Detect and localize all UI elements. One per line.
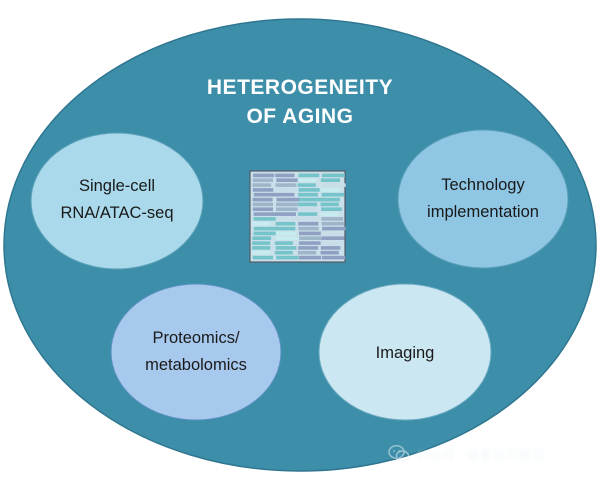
node-proteomics: Proteomics/ metabolomics [110, 283, 282, 421]
node-single-cell: Single-cell RNA/ATAC-seq [30, 132, 204, 270]
heatmap-cell [297, 183, 316, 187]
heatmap-cell [275, 231, 297, 236]
heatmap-cell [320, 246, 341, 250]
heatmap-cell [299, 197, 323, 202]
watermark-text: 公众号 · 衰老研究前沿 [416, 447, 545, 463]
heatmap-cell [276, 197, 300, 202]
heatmap-cell [252, 241, 271, 245]
heatmap-cell [276, 178, 299, 182]
heatmap-matrix-icon [249, 170, 346, 263]
node-technology-label-line-2: implementation [427, 203, 539, 221]
heatmap-cell [297, 250, 317, 255]
node-proteomics-bubble [110, 283, 282, 421]
node-single-cell-label-line-2: RNA/ATAC-seq [60, 204, 173, 222]
wechat-icon [388, 444, 410, 462]
heatmap-cell [298, 207, 318, 211]
heatmap-cell [276, 217, 301, 221]
heatmap-cell [320, 250, 339, 255]
heatmap-cell [252, 178, 273, 182]
heatmap-cell [252, 183, 272, 187]
heatmap-cell [276, 207, 298, 211]
node-imaging-bubble [318, 283, 492, 421]
heatmap-cell [321, 221, 344, 226]
heatmap-cell [275, 188, 295, 192]
heatmap-cell [252, 236, 272, 240]
heatmap-cell [320, 231, 341, 236]
heatmap-cell [276, 236, 298, 240]
heatmap-cell [298, 212, 318, 216]
node-single-cell-label-line-1: Single-cell [79, 177, 155, 195]
heatmap-cell [252, 207, 273, 211]
heatmap-cell [298, 202, 318, 207]
diagram-title-line-1: HETEROGENEITY [207, 76, 393, 99]
heatmap-cell [298, 192, 318, 197]
heatmap-cell [252, 221, 270, 226]
heatmap-cell [275, 183, 297, 187]
heatmap-cell [322, 183, 346, 187]
heatmap-cell [253, 173, 275, 178]
heatmap-cell [252, 255, 273, 260]
heatmap-cell [321, 173, 345, 178]
node-imaging: Imaging [318, 283, 492, 421]
heatmap-cell [253, 231, 277, 236]
heatmap-cell [299, 236, 323, 240]
node-technology-label-line-1: Technology [441, 176, 525, 194]
heatmap-cell [253, 226, 278, 231]
heatmap-cell [321, 217, 344, 221]
heatmap-cell [275, 221, 296, 226]
heatmap-cell [320, 241, 340, 245]
node-technology-bubble [397, 129, 569, 269]
diagram-title-line-2: OF AGING [246, 105, 353, 128]
node-imaging-label: Imaging [376, 344, 435, 362]
heatmap-cell [252, 202, 273, 207]
heatmap-cell [274, 250, 293, 255]
heatmap-cell [299, 241, 322, 245]
heatmap-cell [275, 212, 296, 216]
heatmap-cell [298, 226, 319, 231]
heatmap-cell [320, 212, 340, 216]
heatmap-cell [321, 236, 345, 240]
heatmap-cell [253, 217, 276, 221]
heatmap-cell [298, 255, 322, 260]
heatmap-cell [322, 255, 346, 260]
heatmap-cell [276, 255, 299, 260]
heatmap-cell [298, 188, 320, 192]
heatmap-cell [299, 217, 322, 221]
heatmap-cell [275, 192, 295, 197]
node-proteomics-label-line-2: metabolomics [145, 356, 247, 374]
heatmap-cell [321, 207, 342, 211]
heatmap-cell [252, 197, 273, 202]
heatmap-cell [320, 197, 340, 202]
heatmap-cell [321, 192, 345, 197]
heatmap-cell [320, 188, 341, 192]
heatmap-cell [320, 202, 339, 207]
heatmap-cells [252, 173, 346, 260]
heatmap-cell [253, 192, 278, 197]
heatmap-cell [275, 226, 296, 231]
node-technology: Technology implementation [397, 129, 569, 269]
heatmap-cell [274, 241, 293, 245]
heatmap-cell [276, 202, 298, 207]
node-single-cell-bubble [30, 132, 204, 270]
heatmap-cell [275, 173, 295, 178]
heatmap-cell [322, 226, 346, 231]
heatmap-cell [299, 231, 322, 236]
node-proteomics-label-line-1: Proteomics/ [152, 329, 240, 347]
heatmap-cell [298, 246, 319, 250]
heatmap-cell [298, 221, 319, 226]
heatmap-cell [297, 178, 316, 182]
heatmap-cell [253, 212, 277, 216]
heatmap-cell [320, 178, 340, 182]
heatmap-cell [275, 246, 297, 250]
heatmap-cell [252, 250, 271, 255]
heatmap-cell [252, 188, 274, 192]
heatmap-cell [298, 173, 320, 178]
watermark: 公众号 · 衰老研究前沿 [388, 441, 584, 467]
heatmap-cell [252, 246, 271, 250]
